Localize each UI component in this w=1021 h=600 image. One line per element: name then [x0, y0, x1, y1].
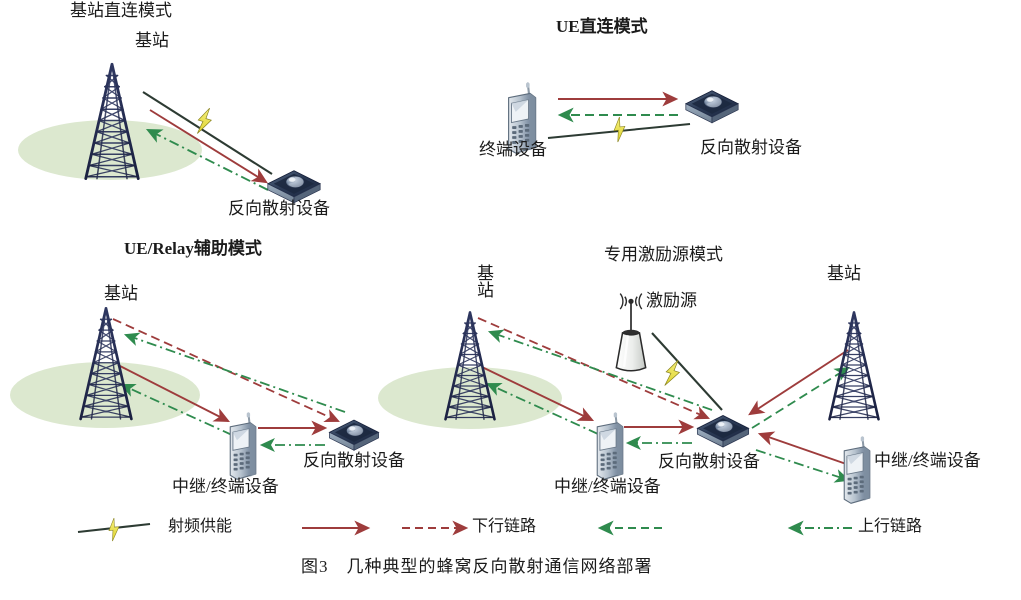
tower-icon — [84, 38, 140, 188]
label-relay-terminal-device-left: 中继/终端设备 — [554, 477, 661, 496]
panel-ue-direct-graphics — [547, 91, 691, 143]
legend-rf-power-symbol — [77, 517, 151, 542]
downlink-arrow-right — [748, 349, 849, 416]
backscatter-icon — [328, 419, 380, 451]
label-backscatter-device: 反向散射设备 — [228, 199, 330, 218]
phone-icon — [596, 412, 624, 481]
downlink-arrow — [481, 366, 595, 421]
label-terminal-device: 终端设备 — [479, 140, 547, 159]
panel-title-bs-direct: 基站直连模式 — [70, 1, 172, 20]
label-backscatter-device: 反向散射设备 — [303, 451, 405, 470]
label-backscatter-device: 反向散射设备 — [658, 452, 760, 471]
figure-caption: 图3 几种典型的蜂窝反向散射通信网络部署 — [301, 557, 653, 576]
downlink-arrow-right-phone — [757, 431, 853, 467]
label-backscatter-device: 反向散射设备 — [700, 138, 802, 157]
label-exciter: 激励源 — [646, 291, 697, 310]
panel-title-exciter: 专用激励源模式 — [604, 245, 723, 264]
downlink-arrow — [117, 364, 231, 423]
tower-icon — [79, 283, 133, 428]
legend-graphics — [77, 517, 852, 542]
tower-icon — [444, 288, 496, 428]
label-base-station-left: 基站 — [477, 264, 494, 300]
uplink-arrow-right — [751, 366, 850, 429]
phone-icon — [229, 412, 257, 481]
label-base-station: 基站 — [135, 31, 169, 50]
backscatter-icon — [696, 415, 750, 448]
uplink-arrow — [486, 382, 599, 435]
panel-ue-relay-graphics — [10, 318, 346, 453]
panel-title-ue-relay: UE/Relay辅助模式 — [124, 239, 262, 258]
legend-label-downlink: 下行链路 — [472, 518, 537, 535]
uplink-arrow — [145, 128, 269, 191]
phone-icon — [843, 436, 871, 505]
rf-power-link — [651, 332, 723, 411]
panel-title-ue-direct: UE直连模式 — [556, 17, 648, 36]
exciter-icon — [615, 292, 647, 372]
rf-power-link — [547, 116, 691, 143]
rf-power-link — [142, 91, 273, 175]
backscatter-icon — [685, 90, 739, 124]
uplink-arrow — [120, 383, 233, 436]
legend-label-uplink: 上行链路 — [858, 518, 923, 535]
panel-bs-direct-graphics — [18, 91, 273, 191]
label-relay-terminal-device-right: 中继/终端设备 — [874, 451, 981, 470]
downlink-arrow — [149, 109, 268, 184]
label-base-station: 基站 — [104, 284, 138, 303]
legend-label-rf-power: 射频供能 — [168, 518, 233, 535]
uplink-arrow-right-phone — [755, 449, 851, 483]
label-base-station-right: 基站 — [827, 264, 861, 283]
label-relay-terminal-device: 中继/终端设备 — [172, 477, 279, 496]
